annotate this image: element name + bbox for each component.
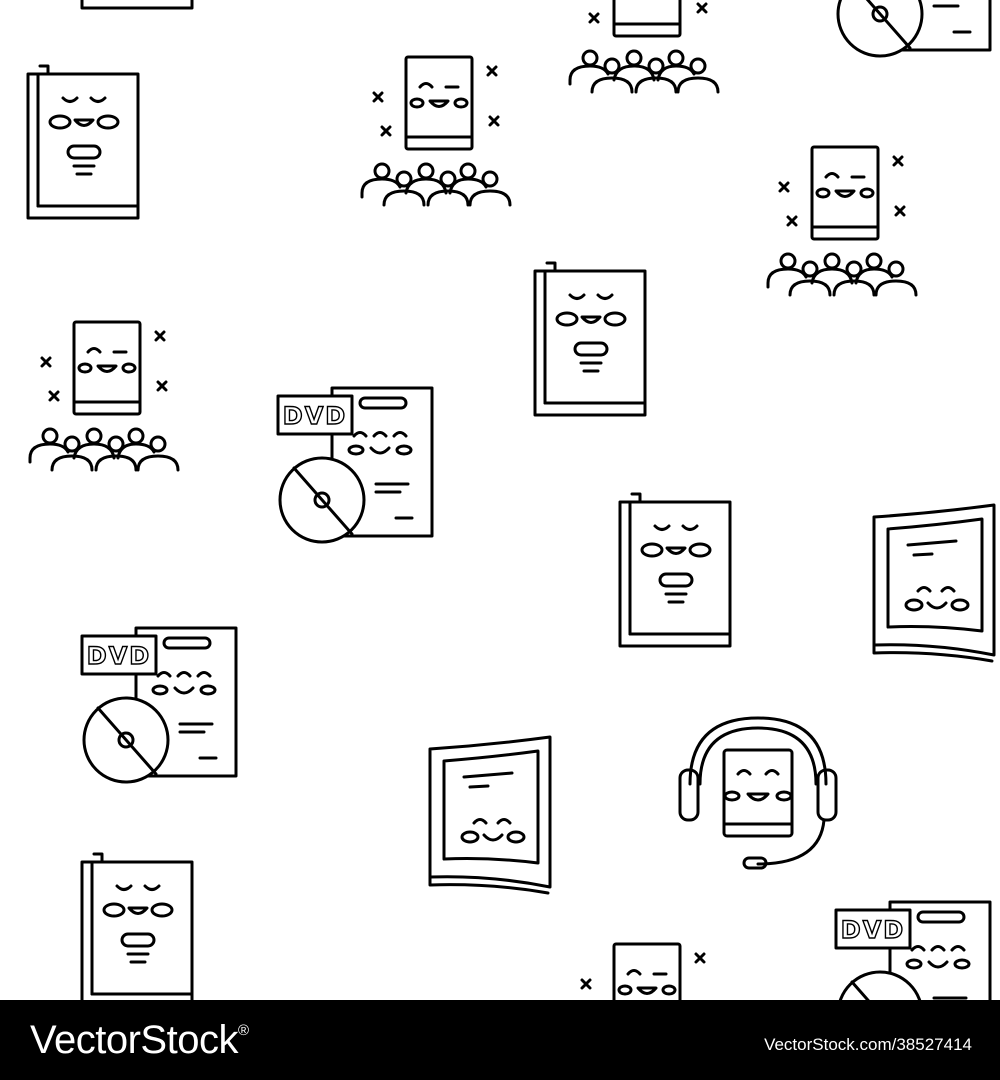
- vectorstock-logo: VectorStock®: [30, 1018, 249, 1063]
- happy-book-with-audience-icon: [568, 0, 720, 94]
- smiling-magazine-icon: [428, 735, 552, 895]
- smiling-book-icon: [26, 64, 140, 220]
- dvd-case-with-disc-icon: [80, 626, 238, 784]
- watermark-footer: VectorStock® VectorStock.com/38527414: [0, 1000, 1000, 1080]
- dvd-case-with-disc-icon: [276, 386, 434, 544]
- happy-book-with-audience-icon: [28, 320, 180, 472]
- brand-name: VectorStock: [30, 1018, 238, 1062]
- dvd-case-with-disc-icon: [834, 900, 992, 1000]
- smiling-magazine-icon: [872, 503, 996, 663]
- smiling-book-icon: [80, 0, 194, 10]
- registered-mark: ®: [237, 1022, 249, 1039]
- smiling-book-icon: [80, 852, 194, 1000]
- happy-book-with-audience-icon: [766, 145, 918, 297]
- happy-book-with-audience-icon: [568, 942, 720, 1000]
- seamless-pattern: DVD: [26, 0, 996, 1000]
- book-with-headphones-icon: [678, 716, 838, 870]
- image-credit: VectorStock.com/38527414: [764, 1035, 972, 1054]
- smiling-book-icon: [618, 492, 732, 648]
- smiling-book-icon: [533, 261, 647, 417]
- dvd-case-with-disc-icon: [834, 0, 992, 58]
- happy-book-with-audience-icon: [360, 55, 512, 207]
